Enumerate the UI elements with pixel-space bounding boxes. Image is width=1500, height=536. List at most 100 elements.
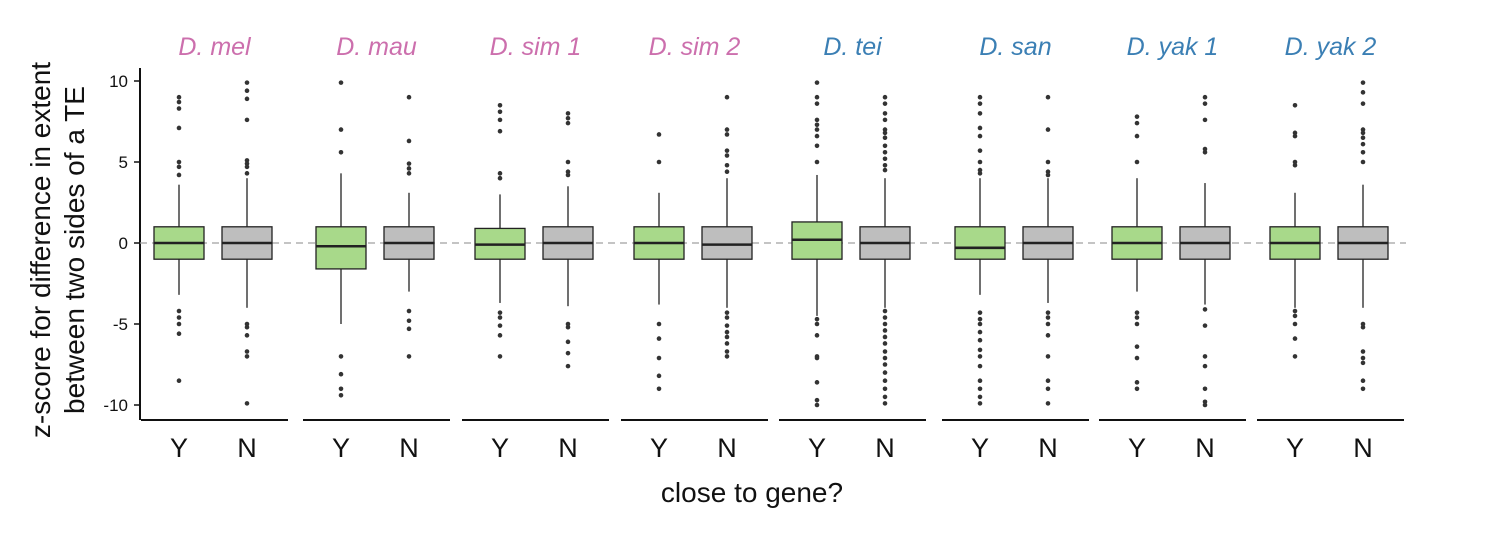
outlier-point	[565, 172, 571, 178]
outlier-point	[882, 149, 888, 155]
box-y	[315, 80, 367, 398]
outlier-point	[1045, 333, 1051, 338]
x-category-label: N	[399, 433, 419, 463]
outlier-point	[1360, 355, 1366, 361]
outlier-point	[1202, 307, 1208, 312]
outlier-point	[1292, 336, 1298, 341]
outlier-point	[882, 94, 888, 100]
outlier-point	[1360, 135, 1366, 140]
outlier-point	[497, 175, 503, 181]
outlier-point	[1360, 324, 1366, 330]
outlier-point	[814, 117, 820, 123]
outlier-point	[882, 117, 888, 123]
outlier-point	[565, 120, 571, 126]
outlier-point	[1292, 159, 1298, 165]
outlier-point	[244, 161, 250, 166]
outlier-point	[497, 354, 503, 359]
outlier-point	[1202, 323, 1208, 328]
outlier-point	[977, 347, 983, 353]
outlier-point	[814, 159, 820, 165]
outlier-point	[882, 394, 888, 400]
y-tick-label: -5	[113, 315, 128, 334]
outlier-point	[724, 334, 730, 340]
outlier-point	[1292, 130, 1298, 136]
box-n	[383, 94, 435, 359]
outlier-point	[882, 370, 888, 375]
outlier-point	[814, 380, 820, 385]
outlier-point	[176, 331, 182, 337]
y-axis-title-line-2: between two sides of a TE	[59, 86, 90, 414]
outlier-point	[497, 109, 503, 115]
box-y	[633, 132, 685, 392]
outlier-point	[814, 355, 820, 361]
outlier-point	[814, 133, 820, 139]
box-n	[221, 80, 273, 406]
outlier-point	[176, 378, 182, 384]
outlier-point	[882, 143, 888, 149]
outlier-point	[1045, 127, 1051, 132]
outlier-point	[882, 334, 888, 340]
x-category-label: Y	[1286, 433, 1304, 463]
outlier-point	[1360, 141, 1366, 147]
y-tick-label: 0	[119, 234, 128, 253]
outlier-point	[814, 122, 820, 128]
box-y	[954, 94, 1006, 406]
outlier-point	[977, 329, 983, 335]
box-n	[542, 111, 594, 369]
outlier-point	[882, 308, 888, 314]
panel-title: D. mau	[336, 33, 417, 61]
outlier-point	[176, 308, 182, 314]
outlier-point	[882, 167, 888, 173]
outlier-point	[656, 336, 662, 341]
outlier-point	[1292, 308, 1298, 314]
outlier-point	[176, 321, 182, 327]
outlier-point	[724, 310, 730, 315]
outlier-point	[1360, 386, 1366, 392]
outlier-point	[1360, 90, 1366, 95]
outlier-point	[814, 94, 820, 100]
outlier-point	[1134, 344, 1140, 349]
outlier-point	[814, 80, 820, 85]
outlier-point	[176, 172, 182, 178]
panel-title: D. yak 2	[1285, 33, 1377, 61]
x-category-label: N	[875, 433, 895, 463]
outlier-point	[1292, 133, 1298, 139]
outlier-point	[977, 111, 983, 116]
outlier-point	[977, 171, 983, 176]
outlier-point	[338, 354, 344, 359]
outlier-point	[565, 115, 571, 121]
box-iqr	[315, 226, 367, 270]
outlier-point	[1202, 101, 1208, 106]
outlier-point	[1292, 103, 1298, 108]
x-category-label: N	[1353, 433, 1373, 463]
outlier-point	[977, 148, 983, 153]
outlier-point	[814, 321, 820, 327]
outlier-point	[1202, 149, 1208, 155]
outlier-point	[977, 394, 983, 400]
outlier-point	[724, 329, 730, 335]
outlier-point	[1360, 159, 1366, 165]
x-category-label: N	[1195, 433, 1215, 463]
outlier-point	[656, 373, 662, 379]
outlier-point	[1292, 162, 1298, 168]
outlier-point	[406, 318, 412, 324]
outlier-point	[882, 355, 888, 361]
outlier-point	[244, 117, 250, 123]
outlier-point	[882, 401, 888, 406]
outlier-point	[338, 80, 344, 85]
outlier-point	[176, 164, 182, 170]
x-axis-title: close to gene?	[661, 477, 843, 508]
outlier-point	[244, 88, 250, 94]
outlier-point	[176, 159, 182, 165]
outlier-point	[1045, 172, 1051, 178]
outlier-point	[977, 133, 983, 139]
outlier-point	[1360, 149, 1366, 155]
outlier-point	[977, 401, 983, 406]
outlier-point	[724, 153, 730, 158]
